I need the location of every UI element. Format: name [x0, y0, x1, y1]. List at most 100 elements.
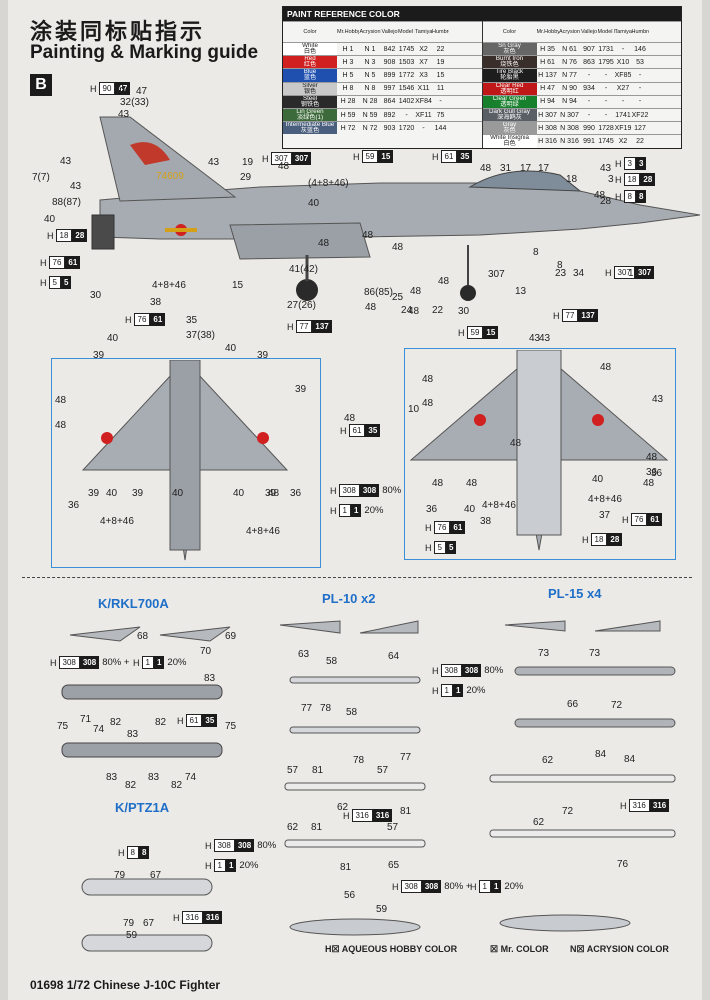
side-view-callout: 48 — [362, 230, 374, 241]
missile-title-pl10: PL-10 x2 — [322, 591, 376, 606]
side-view-callout: 88(87) — [52, 197, 81, 208]
paint-table-cell: - — [405, 111, 408, 119]
paint-table-cell: 15 — [436, 71, 445, 79]
side-view-callout: 19 — [242, 157, 254, 168]
lower-view-callout: 40 — [464, 504, 476, 515]
paint-table-cell: H 94 — [540, 98, 555, 106]
paint-table-cell: X10 — [616, 58, 630, 66]
side-view-callout: 35 — [186, 315, 198, 326]
legend-acrysion: N☒ ACRYSION COLOR — [570, 944, 669, 954]
side-view-callout: 47 — [136, 86, 148, 97]
paint-table-cell: XF11 — [415, 111, 432, 119]
paint-table-cell: 1546 — [398, 85, 415, 93]
side-view-callout: 43 — [208, 157, 220, 168]
paint-table-header-cell: Mr.Hobby — [536, 29, 559, 35]
roundel-right-lower — [592, 414, 604, 426]
paint-table-cell: 11 — [436, 85, 445, 93]
nose-wheel — [460, 285, 476, 301]
pod-ptz1a-b — [81, 934, 213, 952]
upper-view-callout: 39 — [257, 350, 269, 361]
side-view-callout: 24 — [401, 305, 413, 316]
paint-table-cell: - — [638, 71, 642, 79]
paint-table-title: PAINT REFERENCE COLOR — [283, 7, 681, 21]
ordnance-callout: 57 — [387, 822, 399, 833]
paint-table-cell: 1795 — [598, 58, 614, 66]
ordnance-callout: 75 — [225, 721, 237, 732]
pod-ptz1a-a — [81, 878, 213, 896]
side-view-callout: 37(38) — [186, 330, 215, 341]
legend-aqueous: H☒ AQUEOUS HOBBY COLOR — [325, 944, 458, 954]
lower-view-callout: 48 — [422, 398, 434, 409]
side-view-callout: 29 — [240, 172, 252, 183]
paint-table-cell: N 72 — [362, 124, 378, 132]
side-view-callout: 43 — [70, 181, 82, 192]
upper-view-drawing — [81, 360, 289, 561]
drop-tank-b — [499, 914, 631, 932]
lower-view-callout: 48 — [600, 362, 612, 373]
lower-view-callout: 48 — [466, 478, 478, 489]
side-view-drawing: 74609 — [91, 116, 700, 301]
ordnance-callout: 84 — [595, 749, 607, 760]
paint-table-header-cell: Tamiya — [415, 29, 432, 35]
lower-view-callout: 36 — [646, 467, 658, 478]
pylon-pl15-a — [514, 666, 676, 676]
ordnance-callout: 82 — [125, 780, 137, 791]
legend-mr-color: ☒ Mr. COLOR — [490, 944, 549, 954]
ordnance-callout: 58 — [326, 656, 338, 667]
paint-table-header-cell: Humbrol — [432, 29, 449, 35]
side-view-callout: 18 — [566, 174, 578, 185]
paint-table-cell: N 90 — [562, 85, 577, 93]
side-view-callout: 28 — [600, 196, 612, 207]
paint-table-cell: H 137 — [538, 71, 557, 79]
ordnance-callout: 66 — [567, 699, 579, 710]
ordnance-callout: 67 — [150, 870, 162, 881]
paint-table-cell: 1728 — [598, 124, 614, 132]
paint-table-header-cell: Vallejo — [580, 29, 598, 35]
paint-table-header-cell: Model Master — [398, 29, 415, 35]
ordnance-callout: 81 — [340, 862, 352, 873]
paint-table-cell: N 1 — [364, 45, 376, 53]
paint-table-cell: 997 — [383, 85, 396, 93]
engine-nozzle — [91, 214, 115, 250]
paint-table-cell: 1745 — [398, 45, 415, 53]
lower-view-callout: 48 — [422, 374, 434, 385]
paint-table-cell: - — [587, 98, 591, 106]
paint-table-cell: 991 — [583, 137, 595, 145]
ordnance-callout: 71 — [80, 714, 92, 725]
paint-table-cell: H 8 — [342, 85, 354, 93]
paint-table-header-cell: Color — [303, 29, 317, 35]
side-view-callout: 31 — [500, 163, 512, 174]
paint-table-cell: - — [587, 71, 591, 79]
drop-tank-a — [289, 918, 421, 936]
missile-pl10-d — [284, 839, 426, 848]
upper-view-callout: 43 — [539, 333, 551, 344]
side-view-callout: 43 — [118, 109, 130, 120]
side-view-callout: 48 — [318, 238, 330, 249]
paint-table-cell: - — [604, 111, 608, 119]
page-title-cn: 涂装同标贴指示 — [30, 20, 206, 45]
paint-table-cell: H 61 — [540, 58, 555, 66]
paint-table-cell: 908 — [383, 58, 396, 66]
lower-view-frame — [404, 348, 676, 560]
lower-view-callout: 40 — [592, 474, 604, 485]
side-view-callout: 48 — [410, 286, 422, 297]
